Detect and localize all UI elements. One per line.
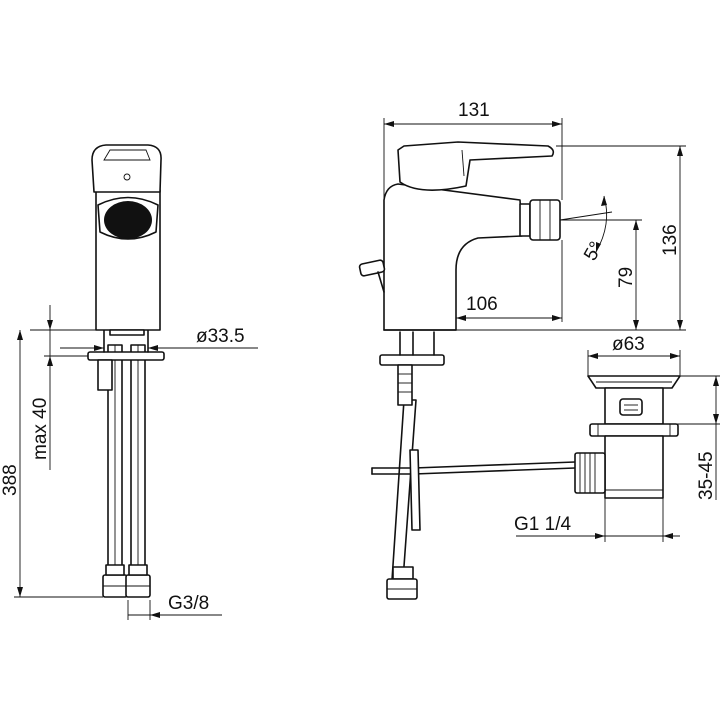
label-thread-g1-1-4: G1 1/4 [514,514,571,535]
front-handle [91,144,162,193]
label-range-35-45: 35-45 [696,451,717,500]
side-lift-rod [371,461,576,475]
label-thread-g3-8: G3/8 [168,593,209,614]
front-hoses [107,344,146,576]
label-width-131: 131 [458,100,490,121]
front-dimension-labels: ø33.5 max 40 388 G3/8 [0,326,245,614]
side-dimensions [383,118,686,331]
side-handle-lever [397,141,555,191]
front-view [87,144,165,598]
label-angle-5: 5° [580,238,607,264]
label-max-40: max 40 [30,398,51,460]
side-view [358,141,576,600]
side-pop-up-knob [358,259,386,293]
label-outlet-79: 79 [616,267,637,288]
side-nozzle [519,199,561,241]
front-hose-nuts [102,564,151,598]
waste-valve [574,375,681,499]
waste-dimensions [516,350,720,542]
side-tap-body [383,183,523,331]
label-height-136: 136 [660,224,681,256]
label-dia-63: ø63 [612,334,645,355]
waste-dimension-labels: ø63 35-45 G1 1/4 [514,334,717,535]
front-dimensions [14,305,258,620]
label-dia-33-5: ø33.5 [196,326,245,347]
label-spout-106: 106 [466,294,498,315]
front-aerator [97,196,159,240]
label-total-388: 388 [0,464,21,496]
front-mounting-plate [87,329,165,391]
